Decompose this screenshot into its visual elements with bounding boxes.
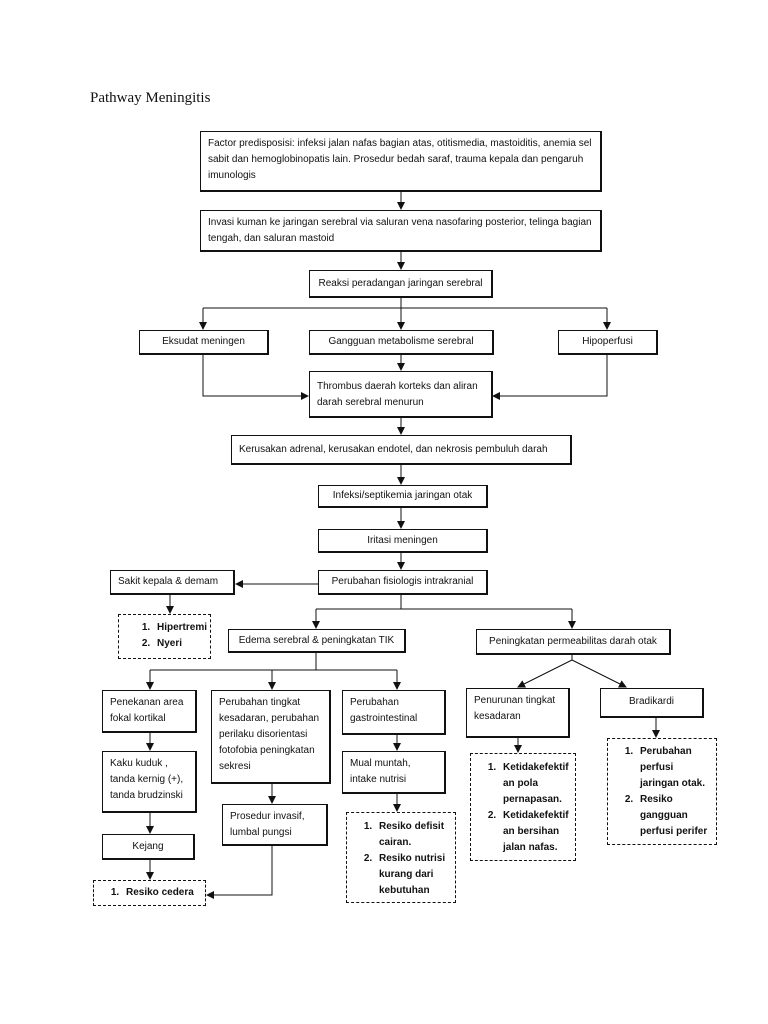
- diagnosis-item: Nyeri: [153, 636, 206, 652]
- node-thrombus: Thrombus daerah korteks dan aliran darah…: [309, 371, 493, 418]
- node-bradikardi: Bradikardi: [600, 688, 704, 718]
- node-permeabilitas: Peningkatan permeabilitas darah otak: [476, 629, 671, 655]
- diagnosis-item: Resiko defisit cairan.: [375, 819, 453, 851]
- node-sakit-kepala: Sakit kepala & demam: [110, 570, 235, 595]
- diagnosis-item: Resiko gangguan perfusi perifer: [636, 792, 714, 840]
- node-penekanan: Penekanan area fokal kortikal: [102, 690, 197, 733]
- node-edema: Edema serebral & peningkatan TIK: [228, 629, 406, 653]
- node-prosedur: Prosedur invasif, lumbal pungsi: [222, 804, 328, 846]
- node-perubahan-kesadaran: Perubahan tingkat kesadaran, perubahan p…: [211, 690, 331, 784]
- diagnosis-nyeri-group: Hipertremi Nyeri: [118, 614, 211, 659]
- node-infeksi: Infeksi/septikemia jaringan otak: [318, 485, 488, 508]
- arrow-to-penurunan: [517, 659, 573, 688]
- arrow-eksudat-thrombus: [202, 355, 309, 400]
- diagnosis-perfusi-group: Perubahan perfusi jaringan otak. Resiko …: [607, 738, 717, 845]
- node-iritasi: Iritasi meningen: [318, 529, 488, 553]
- node-kaku-kuduk: Kaku kuduk , tanda kernig (+), tanda bru…: [102, 751, 197, 813]
- diagnosis-item: Resiko cedera: [122, 885, 203, 901]
- diagnosis-nutrisi-group: Resiko defisit cairan. Resiko nutrisi ku…: [346, 812, 456, 903]
- arrow-prosedur-cedera: [206, 846, 273, 899]
- page-title: Pathway Meningitis: [90, 90, 211, 106]
- node-gangguan-metabolisme: Gangguan metabolisme serebral: [309, 330, 494, 355]
- node-perubahan-fisiologis: Perubahan fisiologis intrakranial: [318, 570, 488, 595]
- arrow-to-bradikardi: [571, 659, 627, 688]
- node-invasi: Invasi kuman ke jaringan serebral via sa…: [200, 210, 602, 252]
- node-mual: Mual muntah, intake nutrisi: [342, 751, 446, 794]
- diagnosis-item: Perubahan perfusi jaringan otak.: [636, 744, 714, 792]
- arrow-hipoperfusi-thrombus: [492, 355, 608, 400]
- node-reaksi: Reaksi peradangan jaringan serebral: [309, 270, 493, 298]
- node-gastrointestinal: Perubahan gastrointestinal: [342, 690, 446, 735]
- node-kejang: Kejang: [102, 834, 195, 860]
- node-penurunan-kesadaran: Penurunan tingkat kesadaran: [466, 688, 570, 738]
- diagnosis-item: Hipertremi: [153, 620, 207, 636]
- diagnosis-item: Ketidakefektif an pola pernapasan.: [499, 760, 573, 808]
- diagnosis-cedera-group: Resiko cedera: [93, 880, 206, 906]
- node-kerusakan: Kerusakan adrenal, kerusakan endotel, da…: [231, 435, 572, 465]
- diagnosis-item: Resiko nutrisi kurang dari kebutuhan: [375, 851, 453, 899]
- diagnosis-napas-group: Ketidakefektif an pola pernapasan. Ketid…: [470, 753, 576, 861]
- node-predisposisi: Factor predisposisi: infeksi jalan nafas…: [200, 131, 602, 192]
- node-eksudat: Eksudat meningen: [139, 330, 269, 355]
- node-hipoperfusi: Hipoperfusi: [558, 330, 658, 355]
- diagnosis-item: Ketidakefektif an bersihan jalan nafas.: [499, 808, 573, 856]
